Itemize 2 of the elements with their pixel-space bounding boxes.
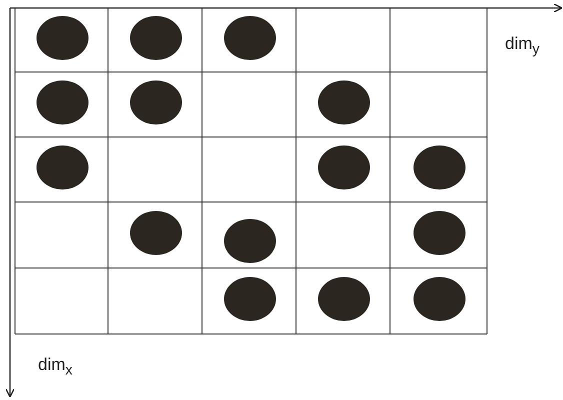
axis-label: dim$_{x}$ (38, 355, 72, 378)
axis-label: dim$_{y}$ (505, 34, 540, 58)
